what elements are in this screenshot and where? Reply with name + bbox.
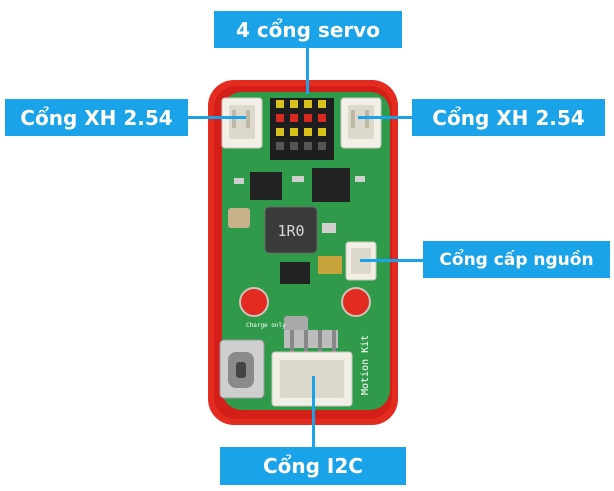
ic-chip-left <box>250 172 282 200</box>
usb-c-port <box>219 339 265 399</box>
push-button <box>228 208 250 228</box>
servo-header <box>270 98 334 160</box>
label-i2c-port: Cổng I2C <box>220 447 406 485</box>
label-xh-port-left: Cổng XH 2.54 <box>5 99 188 136</box>
silkscreen-name: Motion Kit <box>360 335 371 395</box>
smd-component <box>292 176 304 182</box>
pointer-line-xh-left <box>188 116 246 119</box>
charge-text: Charge only <box>246 322 286 329</box>
xh-connector-left <box>221 97 263 149</box>
smd-component <box>355 176 365 182</box>
inductor-marking: 1R0 <box>277 222 304 240</box>
label-xh-port-right: Cổng XH 2.54 <box>412 99 605 136</box>
tantalum-capacitor <box>318 256 342 274</box>
label-servo-ports: 4 cổng servo <box>214 11 402 48</box>
pointer-line-power <box>360 259 423 262</box>
pointer-line-servo <box>306 48 309 94</box>
mounting-hole-right <box>341 287 371 317</box>
ic-chip-small <box>280 262 310 284</box>
smd-component <box>234 178 244 184</box>
crystal <box>284 316 308 332</box>
mounting-hole-left <box>239 287 269 317</box>
pointer-line-i2c <box>312 376 315 447</box>
smd-component <box>322 223 336 233</box>
ic-chip-right <box>312 168 350 202</box>
inductor <box>264 206 318 254</box>
xh-connector-right <box>340 97 382 149</box>
pointer-line-xh-right <box>358 116 412 119</box>
label-power-port: Cổng cấp nguồn <box>423 241 610 278</box>
